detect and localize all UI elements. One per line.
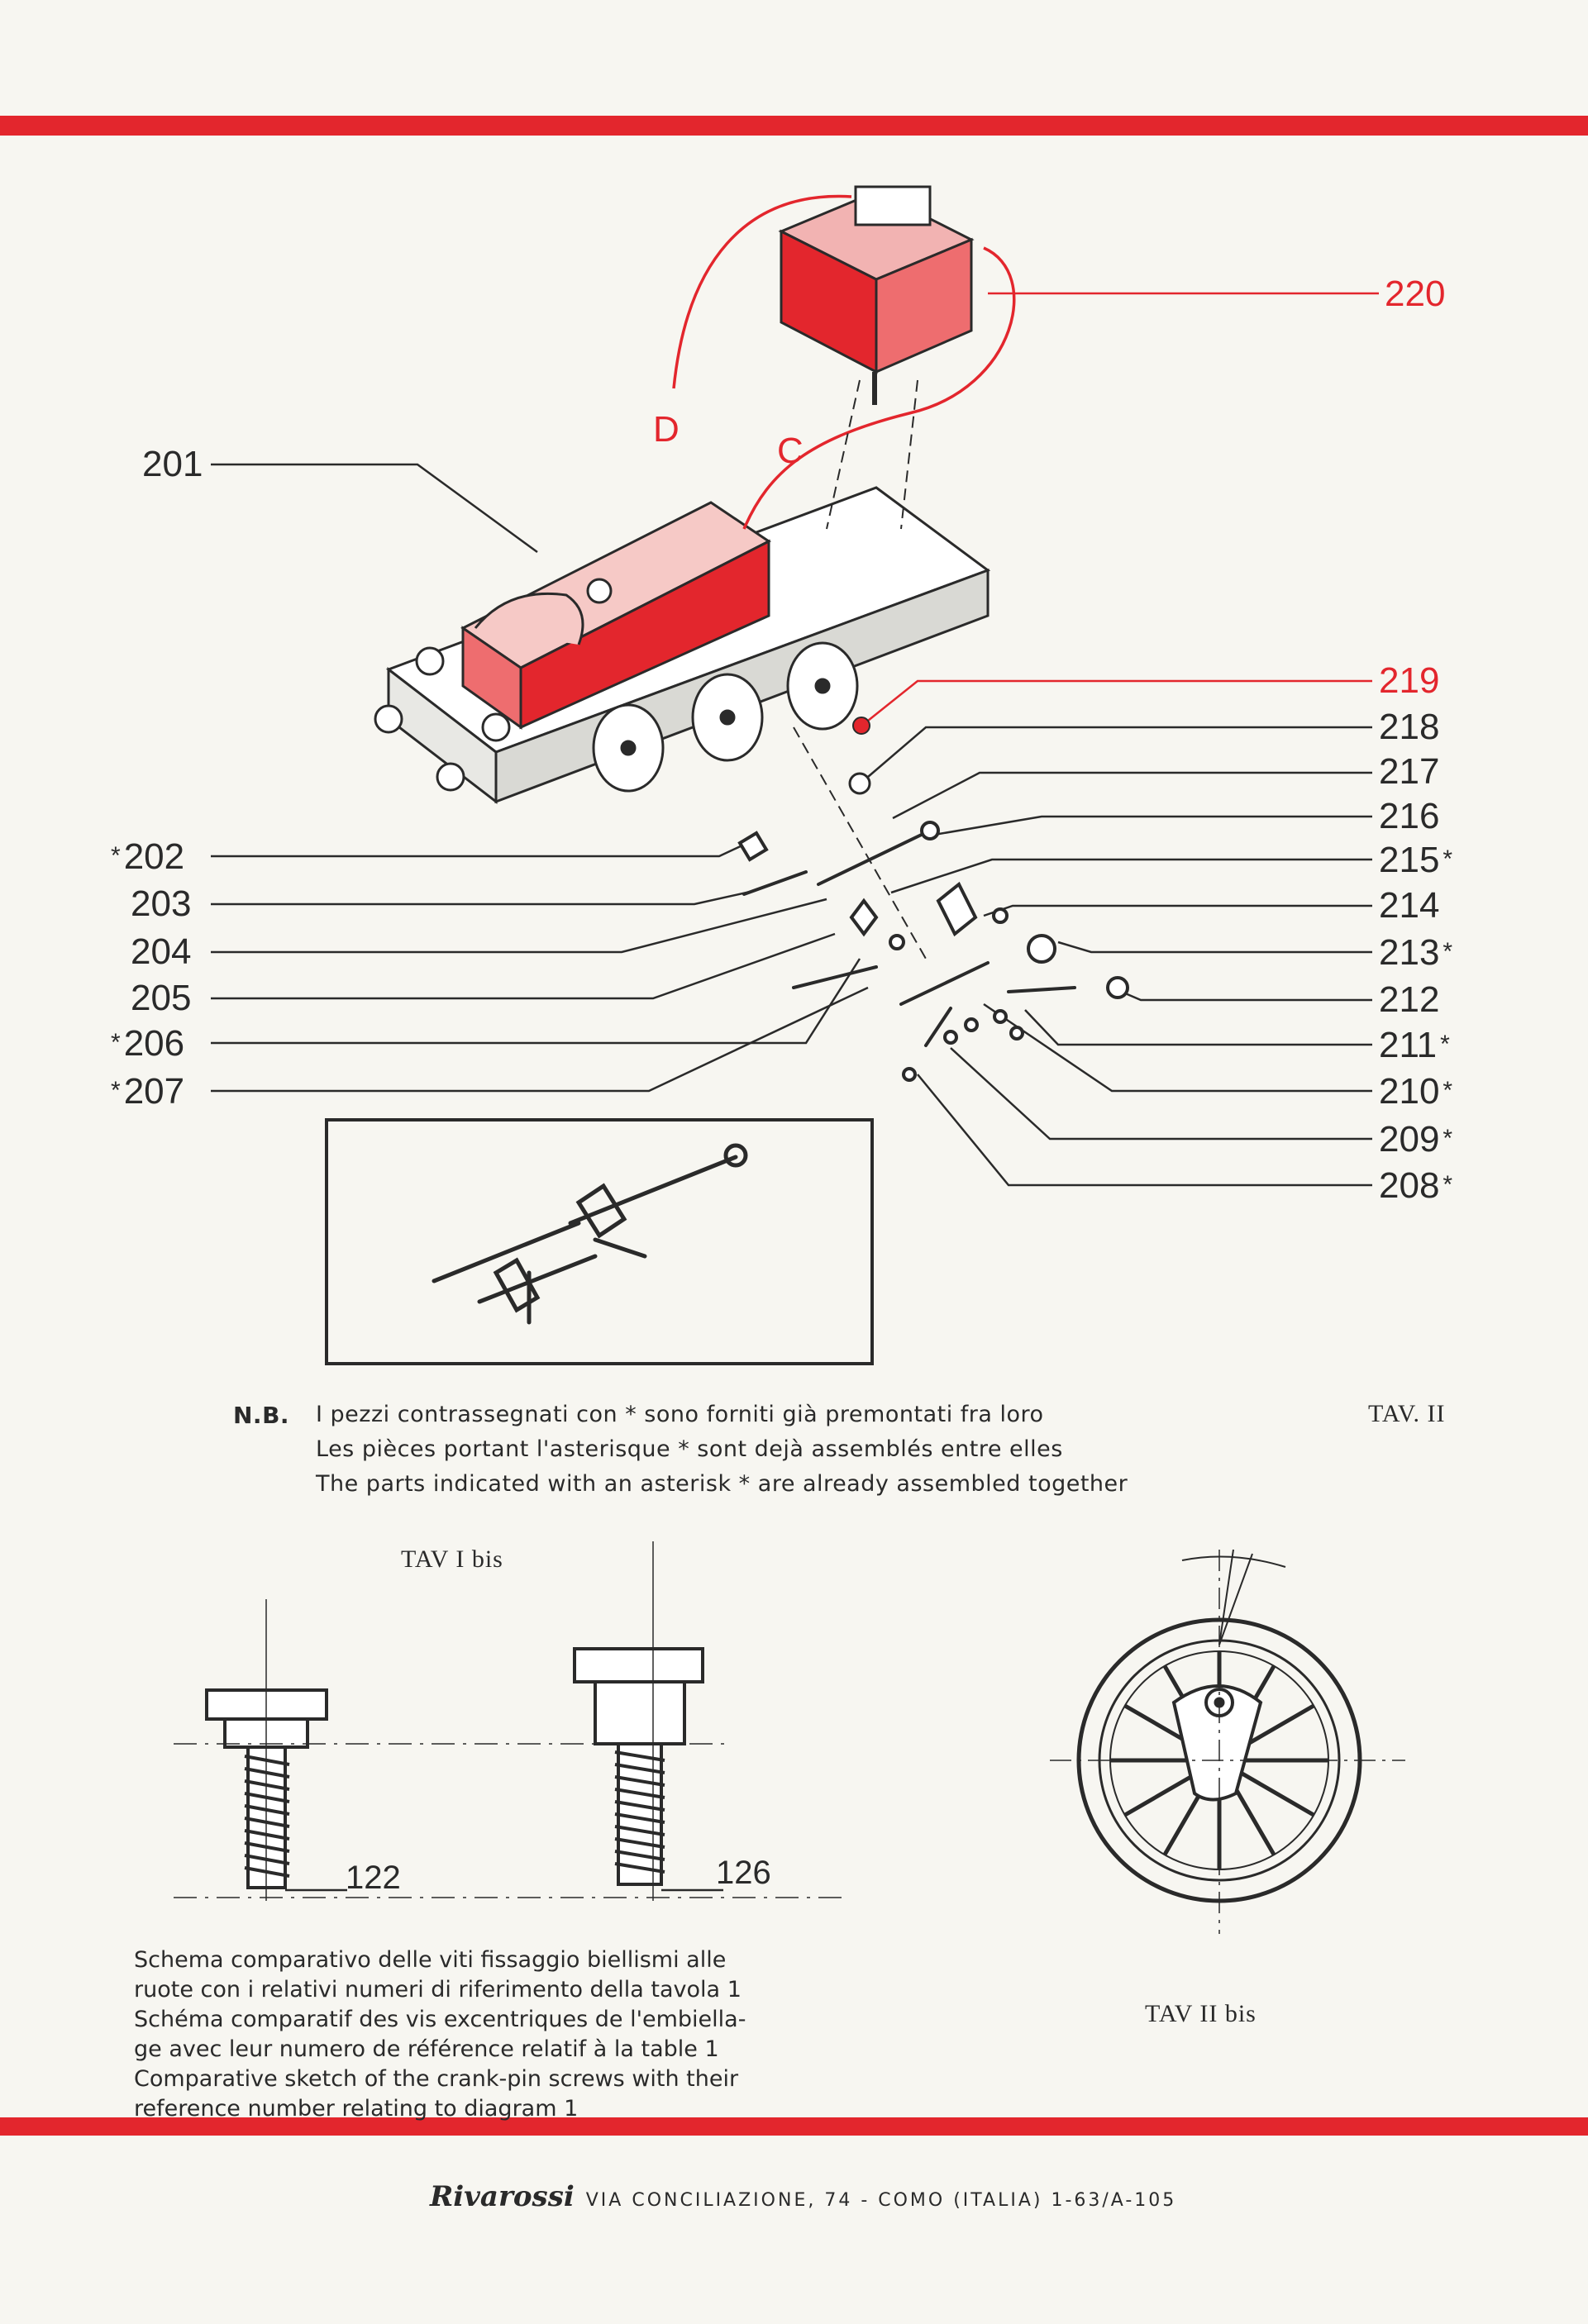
callout-206: 206 — [123, 1023, 185, 1064]
callout-218: 218 — [1379, 707, 1440, 747]
caption-line-2: ruote con i relativi numeri di riferimen… — [134, 1977, 742, 2003]
leader-201 — [211, 463, 538, 554]
footer-address: VIA CONCILIAZIONE, 74 - COMO (ITALIA) 1-… — [585, 2190, 1177, 2211]
leader-203 — [211, 889, 755, 906]
caption-line-6: reference number relating to diagram 1 — [134, 2096, 579, 2122]
leader-219 — [867, 679, 1372, 721]
caption-line-1: Schema comparativo delle viti fissaggio … — [134, 1947, 727, 1973]
note-line-english: The parts indicated with an asterisk * a… — [316, 1471, 1128, 1497]
asterisk-209: * — [1443, 1125, 1453, 1152]
asterisk-213: * — [1443, 938, 1453, 965]
leader-209 — [950, 1047, 1372, 1141]
asterisk-208: * — [1443, 1171, 1453, 1198]
note-line-italian: I pezzi contrassegnati con * sono fornit… — [316, 1402, 1044, 1427]
leader-217 — [892, 771, 1372, 820]
asterisk-202: * — [111, 842, 121, 869]
callout-201: 201 — [142, 444, 203, 484]
callout-210: 210 — [1379, 1071, 1440, 1112]
callout-205: 205 — [131, 978, 192, 1018]
leader-212 — [1117, 988, 1372, 1002]
callout-202: 202 — [123, 836, 185, 877]
asterisk-211: * — [1440, 1031, 1450, 1058]
part-219 — [852, 717, 870, 735]
callout-209: 209 — [1379, 1119, 1440, 1160]
leader-208 — [917, 1074, 1372, 1187]
leader-206 — [211, 958, 861, 1045]
top-red-band — [0, 116, 1588, 136]
leader-211 — [1024, 1009, 1372, 1046]
callout-214: 214 — [1379, 885, 1440, 926]
screw-threads — [244, 1750, 665, 1878]
callout-202-row: *202 — [107, 838, 184, 875]
asterisk-215: * — [1443, 845, 1453, 873]
note-line-french: Les pièces portant l'asterisque * sont d… — [316, 1436, 1063, 1462]
callout-210-row: 210* — [1379, 1073, 1456, 1110]
asterisk-210: * — [1443, 1077, 1453, 1104]
part-218 — [848, 772, 871, 795]
callout-217: 217 — [1379, 751, 1440, 792]
caption-line-4: ge avec leur numero de référence relatif… — [134, 2036, 719, 2062]
valve-gear-parts — [737, 821, 1129, 1082]
wire-label-d: D — [653, 409, 680, 450]
wire-label-c: C — [777, 431, 804, 471]
callout-216: 216 — [1379, 796, 1440, 836]
screw-drawings — [205, 1647, 704, 1889]
assembled-gear-drawing — [432, 1143, 748, 1325]
drive-wheels — [592, 641, 859, 793]
callout-219: 219 — [1379, 660, 1440, 701]
leader-218 — [867, 726, 1372, 778]
asterisk-207: * — [111, 1077, 121, 1104]
brand-logo: Rivarossi — [430, 2180, 575, 2213]
body-hood — [460, 501, 771, 730]
callout-208-row: 208* — [1379, 1167, 1456, 1204]
leader-204 — [211, 898, 827, 954]
callout-209-row: 209* — [1379, 1121, 1456, 1158]
callout-215: 215 — [1379, 840, 1440, 880]
callout-207-row: *207 — [107, 1073, 184, 1110]
callout-208: 208 — [1379, 1165, 1440, 1206]
buffers — [374, 646, 511, 792]
callout-211-row: 211* — [1379, 1026, 1453, 1064]
leader-202 — [211, 843, 745, 858]
leader-213 — [1057, 941, 1372, 954]
callout-220: 220 — [1385, 274, 1446, 314]
leader-207 — [211, 986, 869, 1093]
bottom-red-band — [0, 2117, 1588, 2136]
caption-line-5: Comparative sketch of the crank-pin scre… — [134, 2066, 739, 2092]
plate-label-tav-ii-bis: TAV II bis — [1145, 2000, 1257, 2027]
callout-215-row: 215* — [1379, 841, 1456, 879]
leader-214 — [983, 904, 1372, 917]
callout-206-row: *206 — [107, 1025, 184, 1062]
caption-line-3: Schéma comparatif des vis excentriques d… — [134, 2007, 746, 2032]
leader-215 — [890, 858, 1372, 894]
callout-211: 211 — [1379, 1025, 1438, 1065]
plate-label-tav-ii: TAV. II — [1368, 1400, 1446, 1427]
callout-204: 204 — [131, 931, 192, 972]
callout-212: 212 — [1379, 979, 1440, 1020]
callout-213: 213 — [1379, 932, 1440, 973]
wheel-drawing — [1050, 1549, 1405, 1934]
assembled-gear-inset — [325, 1118, 874, 1365]
footer: Rivarossi VIA CONCILIAZIONE, 74 - COMO (I… — [430, 2180, 1176, 2213]
leader-210 — [983, 1002, 1372, 1093]
wires — [672, 194, 1016, 530]
motor — [778, 185, 975, 405]
callout-207: 207 — [123, 1071, 185, 1112]
screw-centerlines — [174, 1541, 843, 1901]
callout-213-row: 213* — [1379, 934, 1456, 971]
screw-label-126: 126 — [716, 1855, 771, 1891]
callout-203: 203 — [131, 883, 192, 924]
note-prefix: N.B. — [233, 1402, 290, 1429]
screw-label-122: 122 — [346, 1860, 401, 1896]
leader-216 — [933, 815, 1372, 836]
plate-label-tav-i-bis: TAV I bis — [401, 1545, 503, 1573]
leader-205 — [211, 932, 836, 1000]
asterisk-206: * — [111, 1029, 121, 1056]
